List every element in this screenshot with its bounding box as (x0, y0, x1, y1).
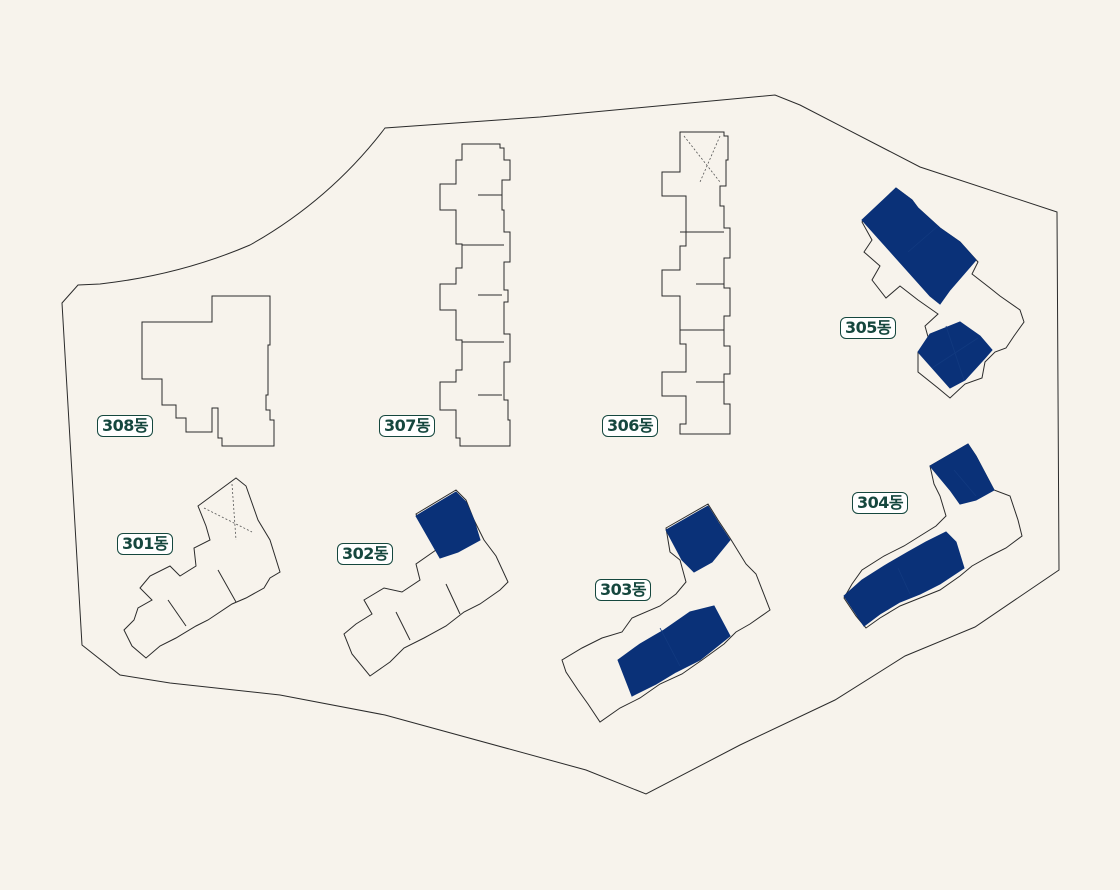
unit-304-b (843, 531, 965, 627)
building-307[interactable] (439, 143, 511, 447)
building-308[interactable] (141, 295, 275, 447)
unit-305-a (861, 187, 977, 305)
label-building-308[interactable]: 308동 (97, 415, 154, 437)
label-building-301[interactable]: 301동 (117, 533, 174, 555)
label-building-306[interactable]: 306동 (602, 415, 659, 437)
building-301[interactable] (123, 477, 281, 659)
unit-305-b (917, 321, 993, 389)
label-building-303[interactable]: 303동 (595, 579, 652, 601)
unit-302-a (415, 491, 481, 559)
unit-303-b (617, 605, 731, 697)
label-building-302[interactable]: 302동 (337, 543, 394, 565)
unit-303-a (665, 505, 731, 573)
label-building-307[interactable]: 307동 (379, 415, 436, 437)
unit-304-a (929, 443, 995, 505)
building-303[interactable] (561, 503, 771, 723)
label-building-304[interactable]: 304동 (852, 492, 909, 514)
building-304[interactable] (843, 443, 1023, 629)
label-building-305[interactable]: 305동 (840, 317, 897, 339)
building-306[interactable] (661, 131, 731, 435)
building-305[interactable] (861, 187, 1025, 399)
site-boundary (61, 94, 1060, 795)
building-302[interactable] (343, 489, 509, 677)
